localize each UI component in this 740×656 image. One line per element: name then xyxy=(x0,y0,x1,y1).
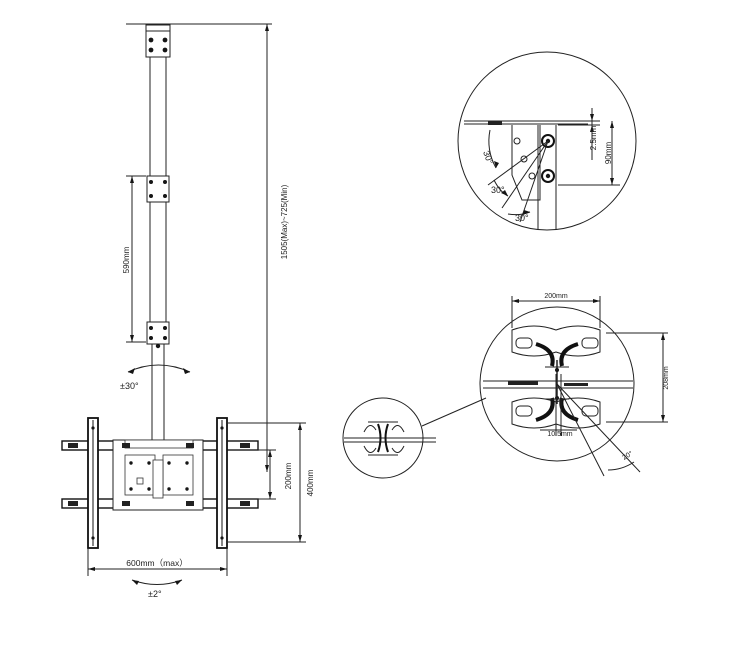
vesa-inner-label: 200mm xyxy=(284,462,293,489)
detail-circle-b: 200mm 208mm 10.5mm 20° xyxy=(479,293,670,477)
lower-clamp xyxy=(146,321,170,345)
bracket-width-label: 600mm（max） xyxy=(126,558,187,568)
detail-a-height-label: 90mm xyxy=(604,142,613,165)
detail-a-tilt-label-1: 30° xyxy=(481,149,495,166)
tilt-label: ±2° xyxy=(148,589,162,599)
detail-a-tilt-label-3: 30° xyxy=(515,213,529,223)
detail-b-angle-label: 20° xyxy=(621,449,634,461)
mast-rotation-label: ±30° xyxy=(120,381,139,391)
detail-b-width-label: 200mm xyxy=(544,293,568,300)
tilt-arc xyxy=(131,579,183,585)
extension-label: 590mm xyxy=(122,246,131,273)
ceiling-mount-assembly: 590mm 1505(Max)~725(Min) ±30° xyxy=(61,23,315,599)
detail-b-hole-label: 10.5mm xyxy=(547,431,572,438)
detail-a-tilt-label-2: 30° xyxy=(491,185,505,195)
tv-bracket-frame xyxy=(61,417,259,549)
ceiling-bracket xyxy=(145,24,171,32)
detail-b-height-label: 208mm xyxy=(663,366,670,390)
vesa-outer-label: 400mm xyxy=(306,469,315,496)
detail-circle-a: 30° 30° 30° 2.5mm 90mm xyxy=(457,51,637,231)
detail-reference-circle xyxy=(342,397,487,479)
upper-clamp xyxy=(145,30,171,58)
mast-rotation-arc xyxy=(127,364,191,373)
detail-a-offset-label: 2.5mm xyxy=(589,125,598,150)
mast-length-label: 1505(Max)~725(Min) xyxy=(280,184,289,259)
mid-clamp xyxy=(146,175,170,203)
